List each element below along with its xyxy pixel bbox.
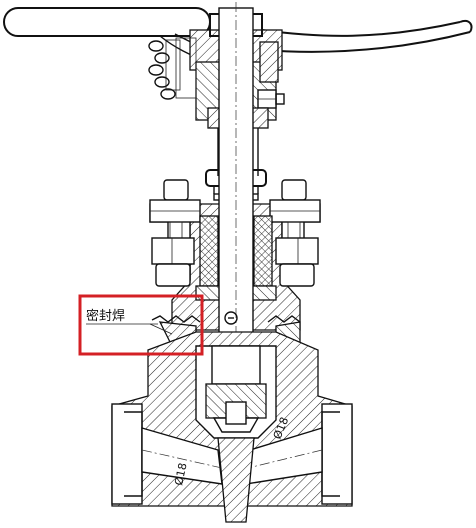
callout-label: 密封焊 <box>86 308 125 324</box>
packing <box>195 215 277 301</box>
lock-chain <box>148 39 181 100</box>
callout-highlight-box <box>78 294 204 356</box>
dimension-port-left: Ø18 <box>172 462 189 487</box>
gland-bolt-left <box>149 179 201 287</box>
grease-nut <box>257 89 285 109</box>
seat-disc <box>205 345 267 523</box>
seal-weld-callout: 密封焊 <box>78 294 204 356</box>
svg-text:Ø18: Ø18 <box>172 462 189 487</box>
gland-bolt-right <box>269 179 321 287</box>
